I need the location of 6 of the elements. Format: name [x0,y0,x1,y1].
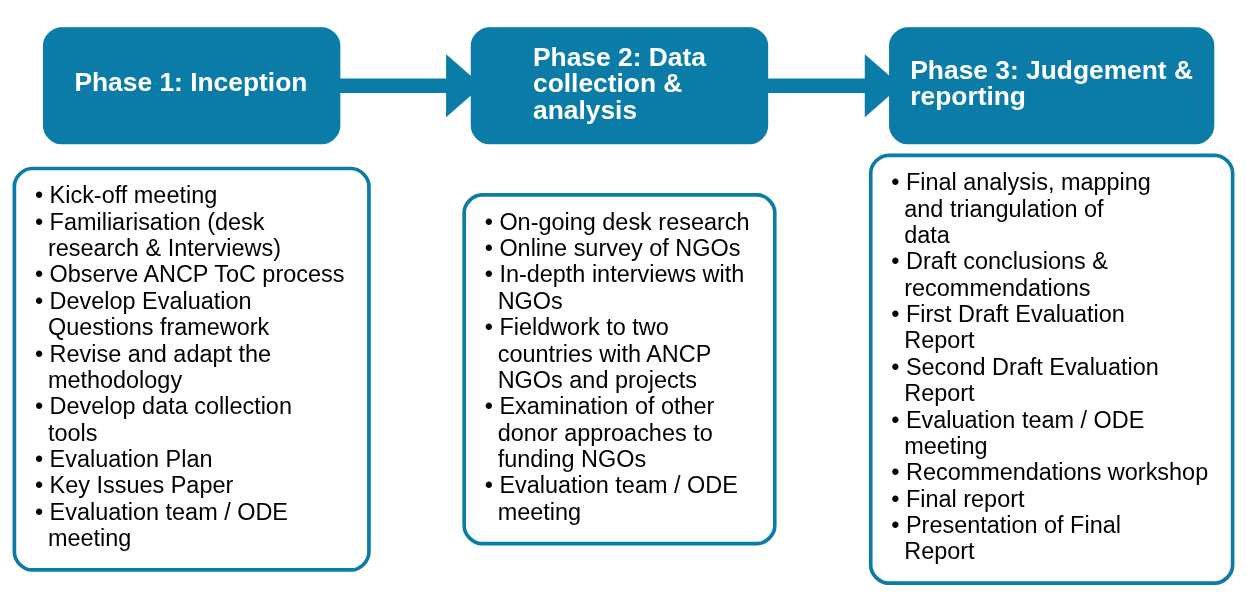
node-box: Phase 3: Judgement & reporting [889,27,1215,145]
node-box: • Kick-off meeting • Familiarisation (desk research & Interviews) • Observe ANCP ToC process • Develop Evaluation Questions framework • Revise and adapt the methodology • Develop data collection tools • Evaluation Plan • Key Issues Paper • Evaluation team / ODE meeting [12,166,371,572]
node-box: • Final analysis, mapping and triangulation of data • Draft conclusions & recommendations • First Draft Evaluation Report • Second Draft Evaluation Report • Evaluation team / ODE meeting • Recommendations workshop • Final report • Presentation of Final Report [868,153,1235,585]
node-box: • On-going desk research • Online survey of NGOs • In-depth interviews with NGOs • Fieldwork to two countries with ANCP NGOs and projects • Examination of other donor approaches to funding NGOs • Evaluation team / ODE meeting [462,193,777,546]
node-box: Phase 2: Data collection & analysis [470,27,769,145]
node-box: Phase 1: Inception [42,27,341,145]
